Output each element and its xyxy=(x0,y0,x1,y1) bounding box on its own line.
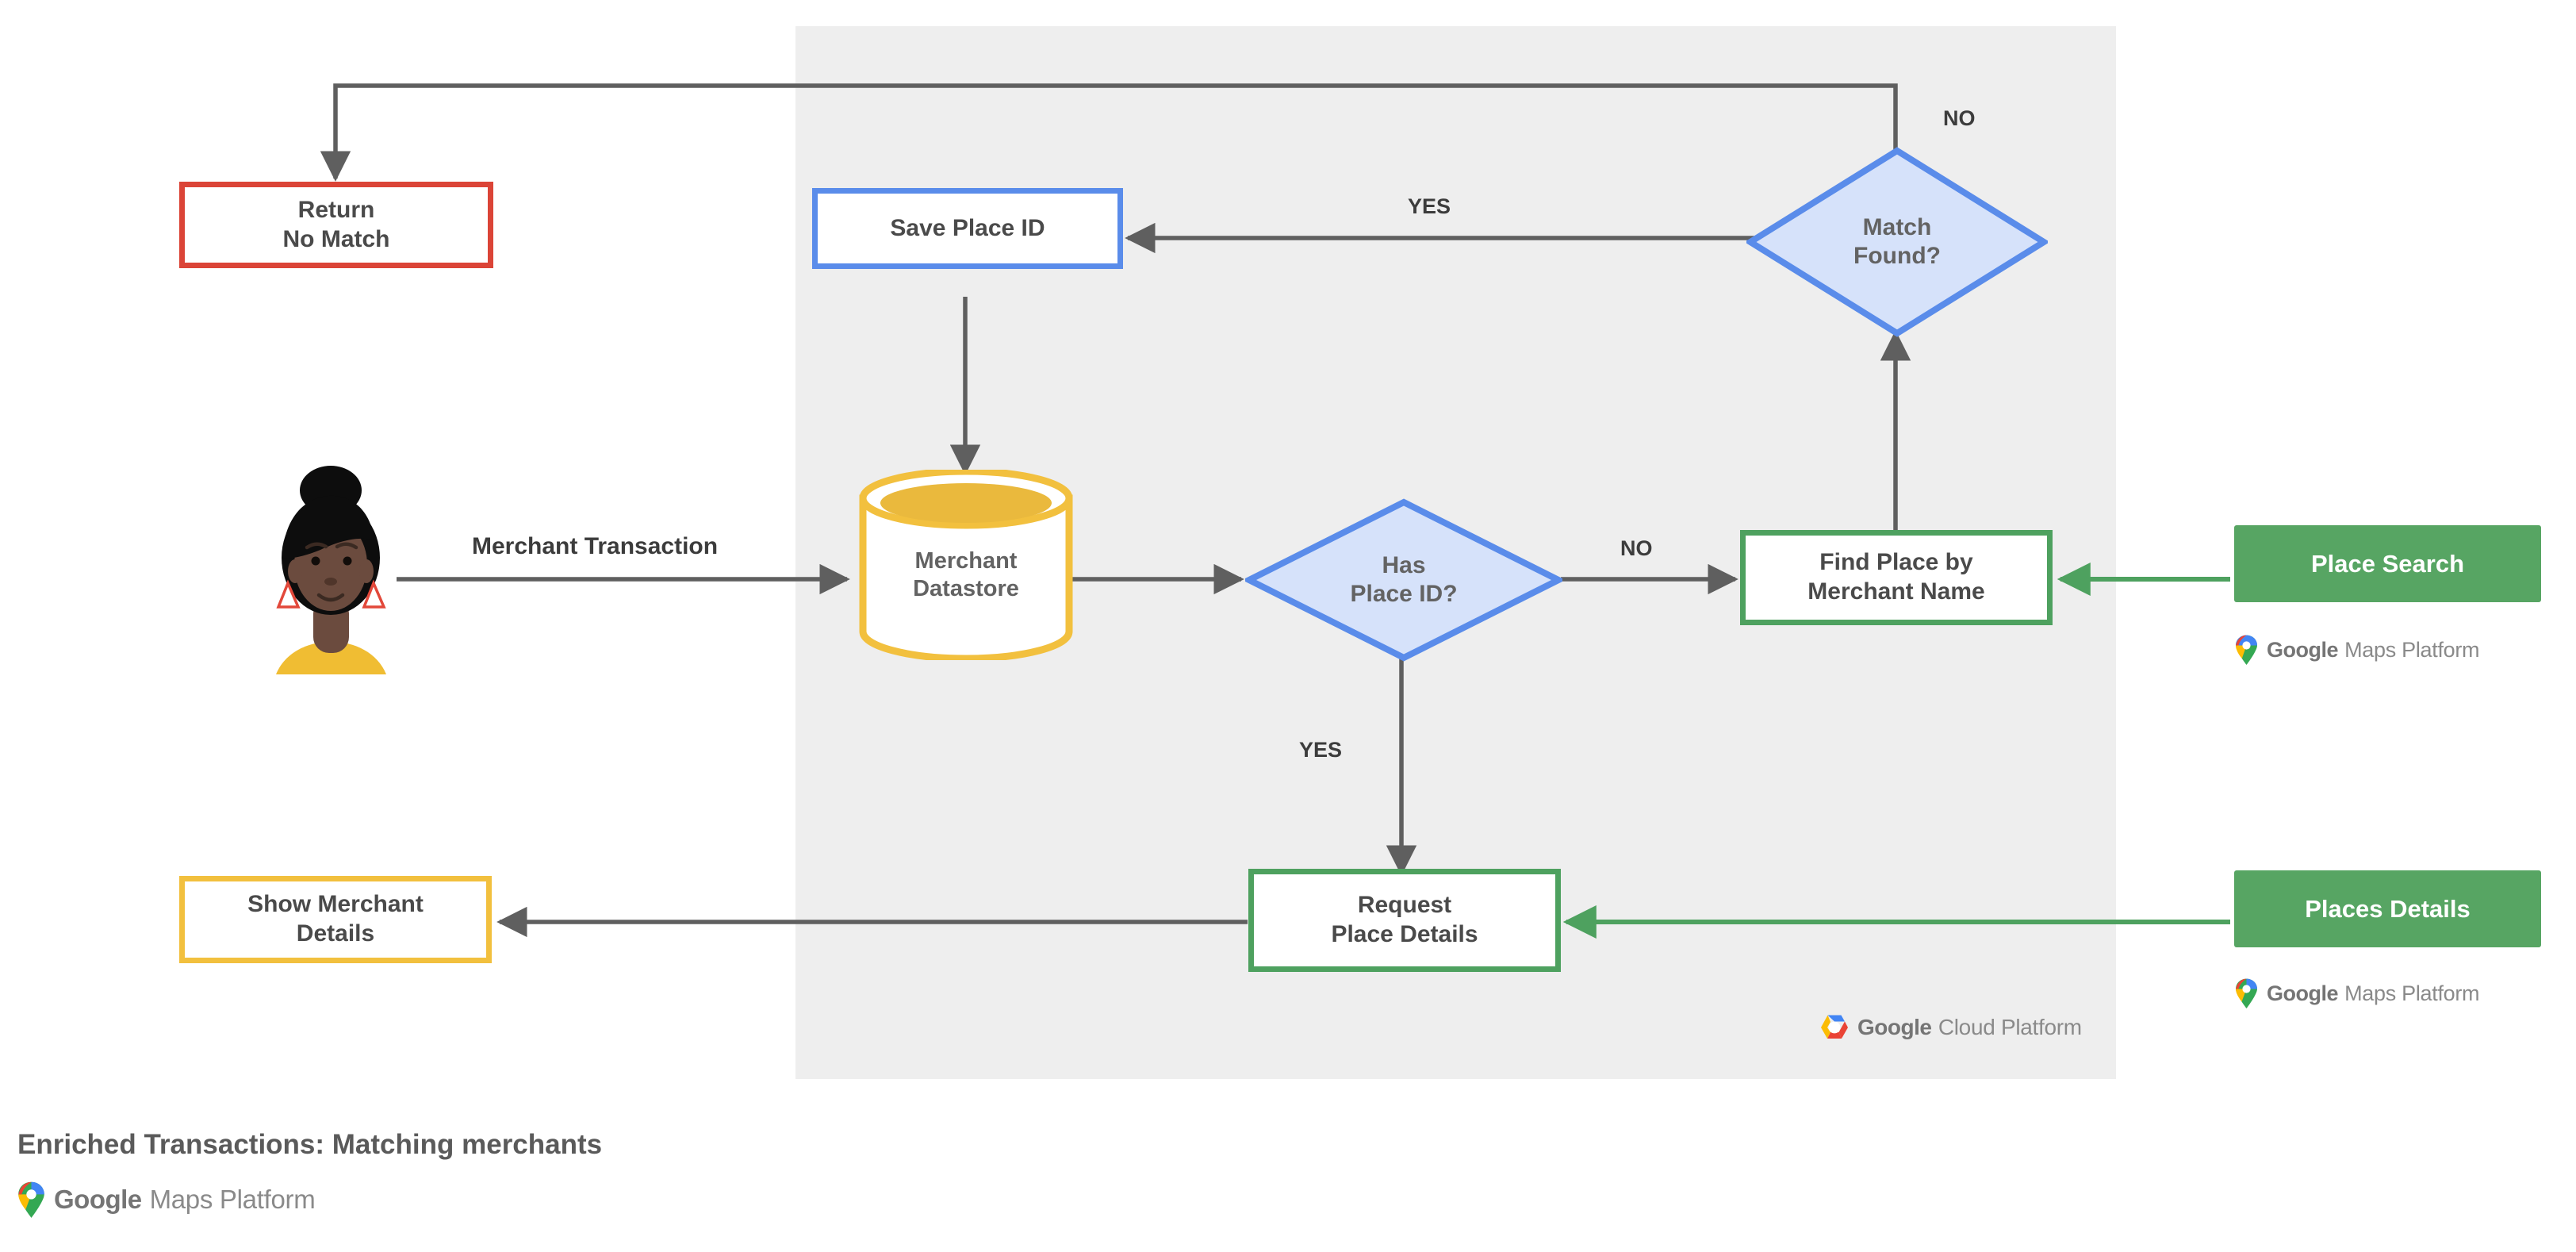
node-place-search[interactable]: Place Search xyxy=(2234,525,2541,602)
node-merchant-datastore-label: Merchant Datastore xyxy=(913,547,1019,601)
node-return-no-match[interactable]: Return No Match xyxy=(179,182,493,268)
google-maps-platform-logo-place-search: Google Maps Platform xyxy=(2235,635,2480,665)
node-match-found-label: Match Found? xyxy=(1853,214,1941,269)
node-has-place-id[interactable]: Has Place ID? xyxy=(1245,498,1562,662)
logo-google-text: Google xyxy=(2267,637,2339,662)
google-cloud-platform-logo: Google Cloud Platform xyxy=(1820,1014,2082,1041)
map-pin-icon xyxy=(2236,635,2257,665)
node-match-found[interactable]: Match Found? xyxy=(1746,147,2048,337)
logo-maps-platform-text: Maps Platform xyxy=(2344,981,2480,1005)
node-save-place-id[interactable]: Save Place ID xyxy=(812,188,1123,269)
logo-maps-platform-text: Maps Platform xyxy=(149,1185,316,1214)
node-places-details[interactable]: Places Details xyxy=(2234,870,2541,947)
node-show-merchant-details[interactable]: Show Merchant Details xyxy=(179,876,492,963)
user-avatar xyxy=(262,464,401,674)
logo-maps-platform-text: Maps Platform xyxy=(2344,637,2480,662)
map-pin-icon xyxy=(2236,978,2257,1008)
node-find-place-by-merchant-name[interactable]: Find Place by Merchant Name xyxy=(1740,530,2053,625)
logo-google-text: Google xyxy=(1857,1015,1932,1039)
map-pin-icon xyxy=(18,1181,44,1218)
cloud-hexagon-icon xyxy=(1821,1015,1848,1039)
edge-label-no-has-place-id: NO xyxy=(1620,536,1653,560)
edge-label-no-match-found: NO xyxy=(1943,106,1976,130)
diagram-caption: Enriched Transactions: Matching merchant… xyxy=(17,1129,603,1160)
node-request-place-details[interactable]: Request Place Details xyxy=(1248,869,1561,972)
edge-label-yes-match-found: YES xyxy=(1408,194,1451,218)
edge-label-yes-has-place-id: YES xyxy=(1299,738,1343,762)
edge-label-merchant-transaction: Merchant Transaction xyxy=(472,533,719,559)
google-maps-platform-logo-footer: Google Maps Platform xyxy=(17,1181,316,1218)
node-merchant-datastore[interactable]: Merchant Datastore xyxy=(858,470,1074,660)
logo-google-text: Google xyxy=(2267,981,2339,1005)
node-has-place-id-label: Has Place ID? xyxy=(1350,552,1458,607)
logo-google-text: Google xyxy=(54,1185,142,1214)
logo-cloud-platform-text: Cloud Platform xyxy=(1938,1015,2082,1039)
google-maps-platform-logo-places-details: Google Maps Platform xyxy=(2235,978,2480,1008)
